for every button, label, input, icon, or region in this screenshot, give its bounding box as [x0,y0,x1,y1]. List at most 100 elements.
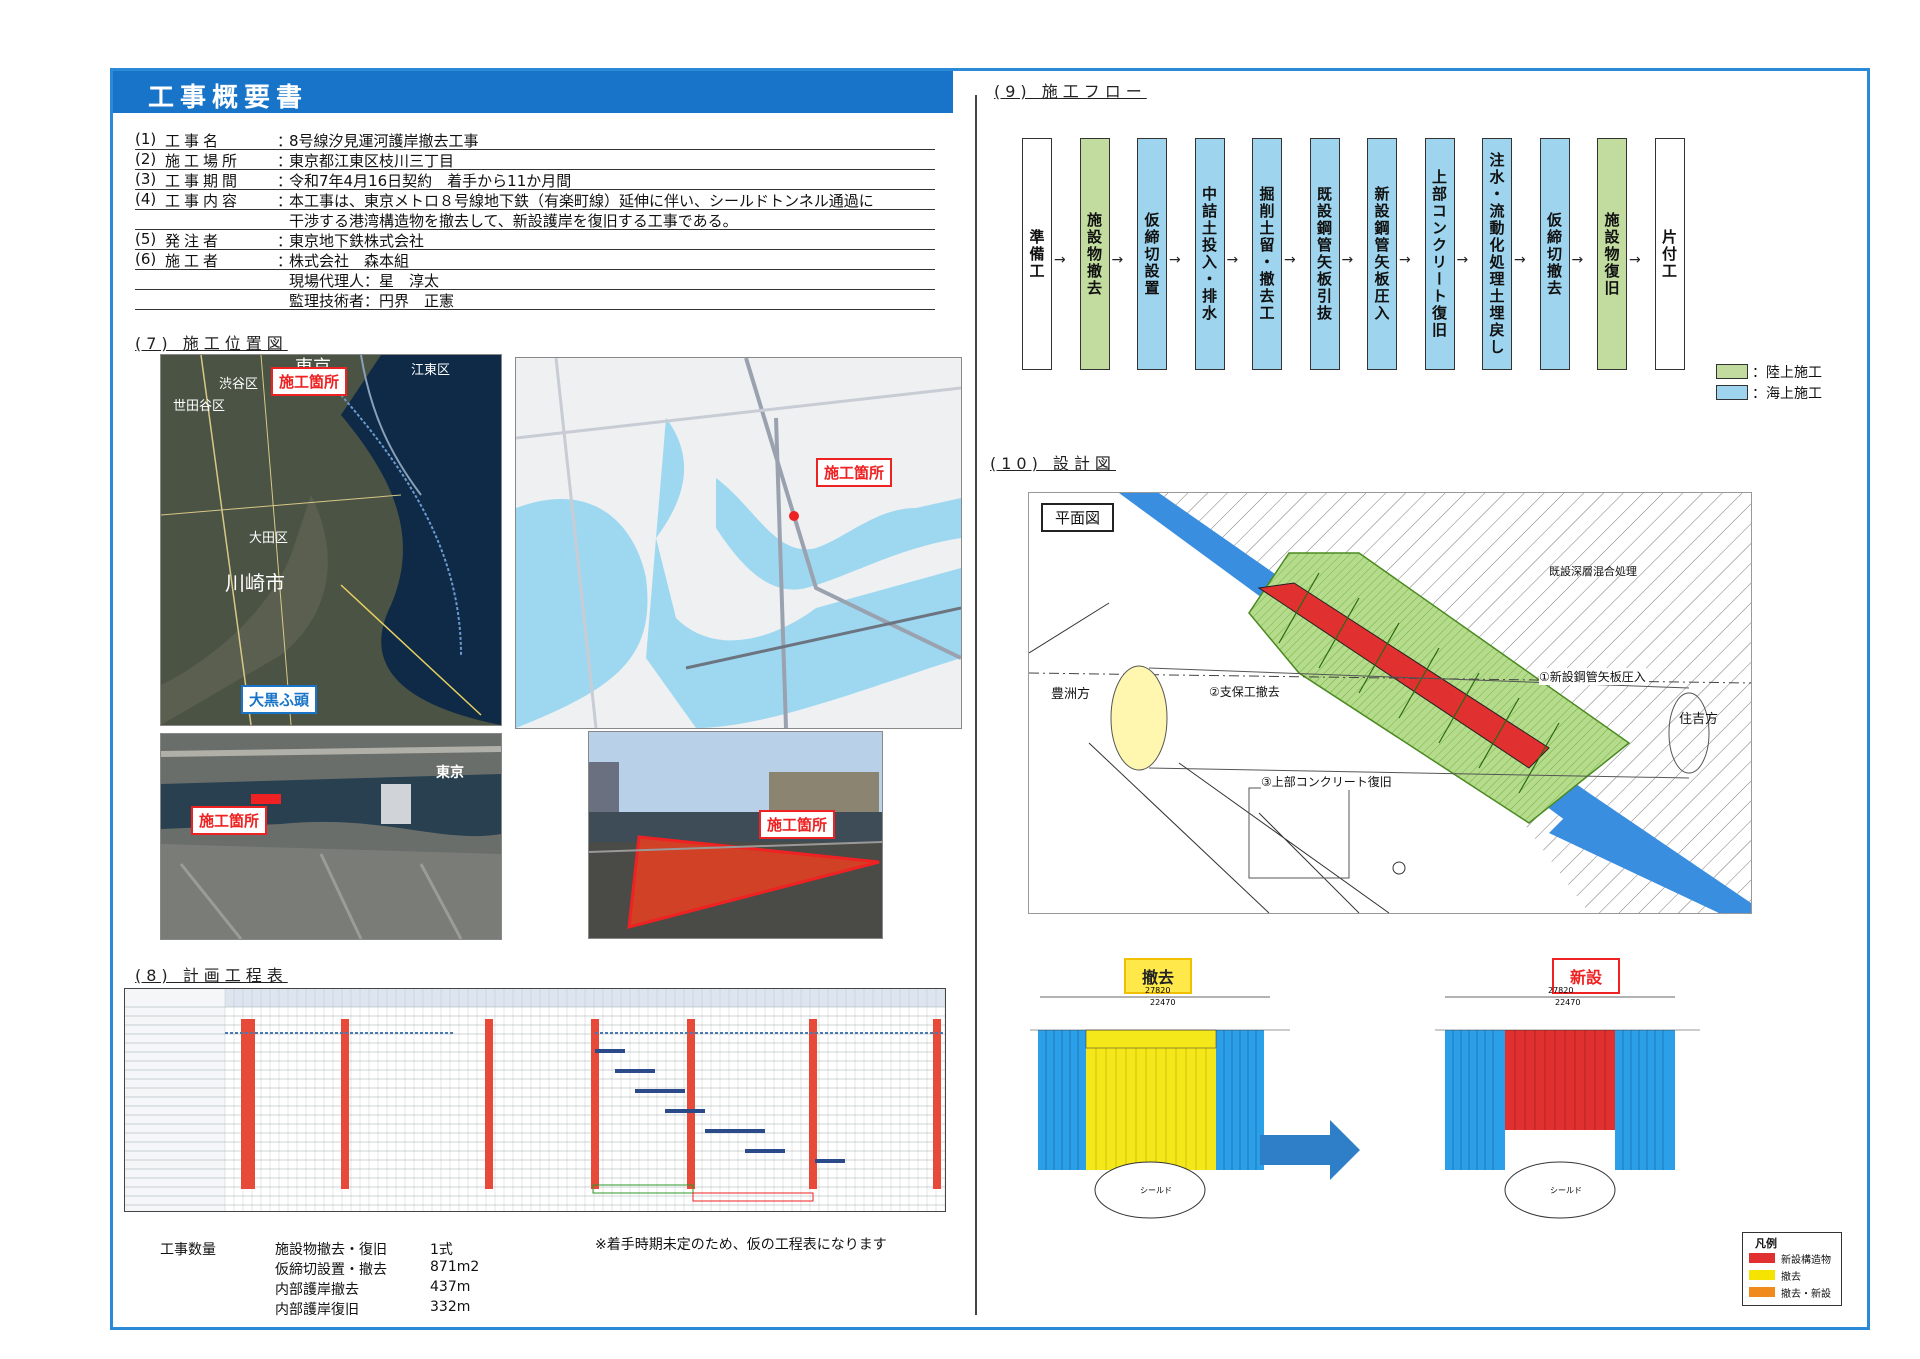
flow-arrow-icon: → [1054,252,1066,268]
section-remove-title: 撤去 [1124,958,1193,994]
plan-drawing [1029,493,1751,913]
overview-row: ：干渉する港湾構造物を撤去して、新設護岸を復旧する工事である。 [135,210,935,230]
cross-sections: 27820 22470 シールド 27820 22470 シールド [1030,986,1700,1219]
quantity-item: 内部護岸撤去 [275,1282,359,1298]
overview-value: 令和7年4月16日契約 着手から11か月間 [289,172,572,190]
flow-arrow-icon: → [1284,252,1296,268]
overview-row: (1)工事名：8号線汐見運河護岸撤去工事 [135,130,935,150]
gantt-grid [125,989,945,1211]
flow-step: 施設物復旧 [1597,138,1627,370]
overview-row: (4)工事内容：本工事は、東京メトロ８号線地下鉄（有楽町線）延伸に伴い、シールド… [135,190,935,210]
gantt-task-bar [635,1089,685,1093]
plan-title: 平面図 [1041,503,1115,532]
legend-sea-label: ：海上施工 [1752,386,1822,402]
flow-step: 片付工 [1654,138,1685,370]
location-heading: (7) 施工位置図 [135,334,288,353]
legend-remove-label: 撤去 [1781,1272,1801,1283]
gantt-red-bar [241,1019,249,1189]
overview-row: ：現場代理人：星 淳太 [135,270,935,290]
overview-value: 干渉する港湾構造物を撤去して、新設護岸を復旧する工事である。 [289,212,738,230]
overview-row: (2)施工場所：東京都江東区枝川三丁目 [135,150,935,170]
overview-value: 本工事は、東京メトロ８号線地下鉄（有楽町線）延伸に伴い、シールドトンネル通過に [289,192,874,210]
overview-label: 工事名 [165,132,223,150]
dim-inner-new: 22470 [1555,998,1580,1007]
overview-value: 東京地下鉄株式会社 [289,232,425,250]
legend-both-label: 撤去・新設 [1781,1289,1831,1300]
legend-remove-swatch [1749,1270,1775,1280]
flow-arrow-icon: → [1456,252,1469,268]
flow-step: 中詰土投入・排水 [1194,138,1225,370]
quantity-item: 仮締切設置・撤去 [275,1262,387,1278]
legend-land-swatch [1716,364,1748,379]
design-heading: (10) 設計図 [990,454,1116,473]
overview-row: ：監理技術者：円界 正憲 [135,290,935,310]
quantity-item: 内部護岸復旧 [275,1302,359,1318]
legend-new-label: 新設構造物 [1781,1255,1831,1266]
quantity-value: 1式 [430,1242,453,1258]
gantt-task-bar [745,1149,785,1153]
shield-label-new: シールド [1550,1186,1582,1195]
flow-step-label: 仮締切設置 [1142,211,1161,297]
overview-colon: ： [277,152,293,170]
map-label-setagaya: 世田谷区 [173,399,226,414]
quantity-value: 332m [430,1299,471,1315]
legend-title: 凡例 [1755,1237,1777,1250]
site-photo: 施工箇所 [588,731,883,939]
port-tag: 大黒ふ頭 [241,685,318,714]
flow-step-label: 片付工 [1660,228,1678,280]
flow-step: 施設物撤去 [1079,138,1110,370]
flow-heading: (9) 施工フロー [994,82,1147,101]
overview-value: 8号線汐見運河護岸撤去工事 [289,132,479,150]
overview-number: (6) [135,250,157,268]
gantt-red-bar [687,1019,695,1189]
overview-label: 施工者 [165,252,223,270]
overview-number: (3) [135,170,157,188]
gantt-red-span [692,1192,814,1202]
gantt-red-bar [809,1019,817,1189]
overview-colon: ： [277,132,293,150]
gantt-red-bar [247,1019,255,1189]
gantt-red-bar [933,1019,941,1189]
dim-inner-remove: 22470 [1150,998,1175,1007]
legend-new-swatch [1749,1253,1775,1263]
legend-sea-swatch [1716,385,1748,400]
flow-step-label: 掘削土留・撤去工 [1257,186,1276,322]
aerial-closeup-graphic [161,734,501,939]
flow-arrow-icon: → [1629,252,1641,268]
flow-arrow-icon: → [1226,252,1239,268]
regional-aerial-map: 渋谷区 江東区 世田谷区 大田区 川崎市 東京 施工箇所 大黒ふ頭 [160,354,502,726]
note-existing-ground: 既設深層混合処理 [1549,565,1637,578]
overview-colon: ： [277,172,293,190]
document-frame [110,68,1870,1330]
flow-step: 新設鋼管矢板圧入 [1367,138,1397,370]
flow-step-label: 施設物復旧 [1602,211,1621,297]
site-tag: 施工箇所 [759,810,836,839]
flow-arrow-icon: → [1399,252,1411,268]
quantity-item: 施設物撤去・復旧 [275,1242,387,1258]
left-direction: 豊洲方 [1051,687,1091,702]
flow-step-label: 準備工 [1027,228,1046,280]
overview-value: 株式会社 森本組 [289,252,410,270]
page-title: 工事概要書 [148,83,309,113]
overview-row: (6)施工者：株式会社 森本組 [135,250,935,270]
flow-step: 既設鋼管矢板引抜 [1309,138,1340,370]
flow-step: 注水・流動化処理土埋戻し [1482,138,1512,370]
flow-arrow-icon: → [1514,252,1526,268]
gantt-task-bar [615,1069,655,1073]
note-new-piles: ①新設鋼管矢板圧入 [1539,668,1646,685]
flow-step-label: 仮締切撤去 [1545,211,1563,297]
flow-step: 仮締切設置 [1137,138,1167,370]
overview-label: 工事期間 [165,172,242,190]
flow-step-label: 中詰土投入・排水 [1200,186,1218,322]
title-banner: 工事概要書 [113,71,953,113]
flow-arrow-icon: → [1111,252,1124,268]
overview-row: (5)発注者：東京地下鉄株式会社 [135,230,935,250]
map-label-shibuya: 渋谷区 [219,377,259,392]
flow-step-label: 上部コンクリート復旧 [1430,169,1448,339]
gantt-red-bar [341,1019,349,1189]
gantt-header-bg [125,989,945,1007]
flow-step-label: 新設鋼管矢板圧入 [1372,186,1391,322]
overview-colon: ： [277,232,293,250]
section-legend: 凡例 新設構造物 撤去 撤去・新設 [1742,1232,1842,1306]
overview-value: 監理技術者：円界 正憲 [289,292,455,310]
